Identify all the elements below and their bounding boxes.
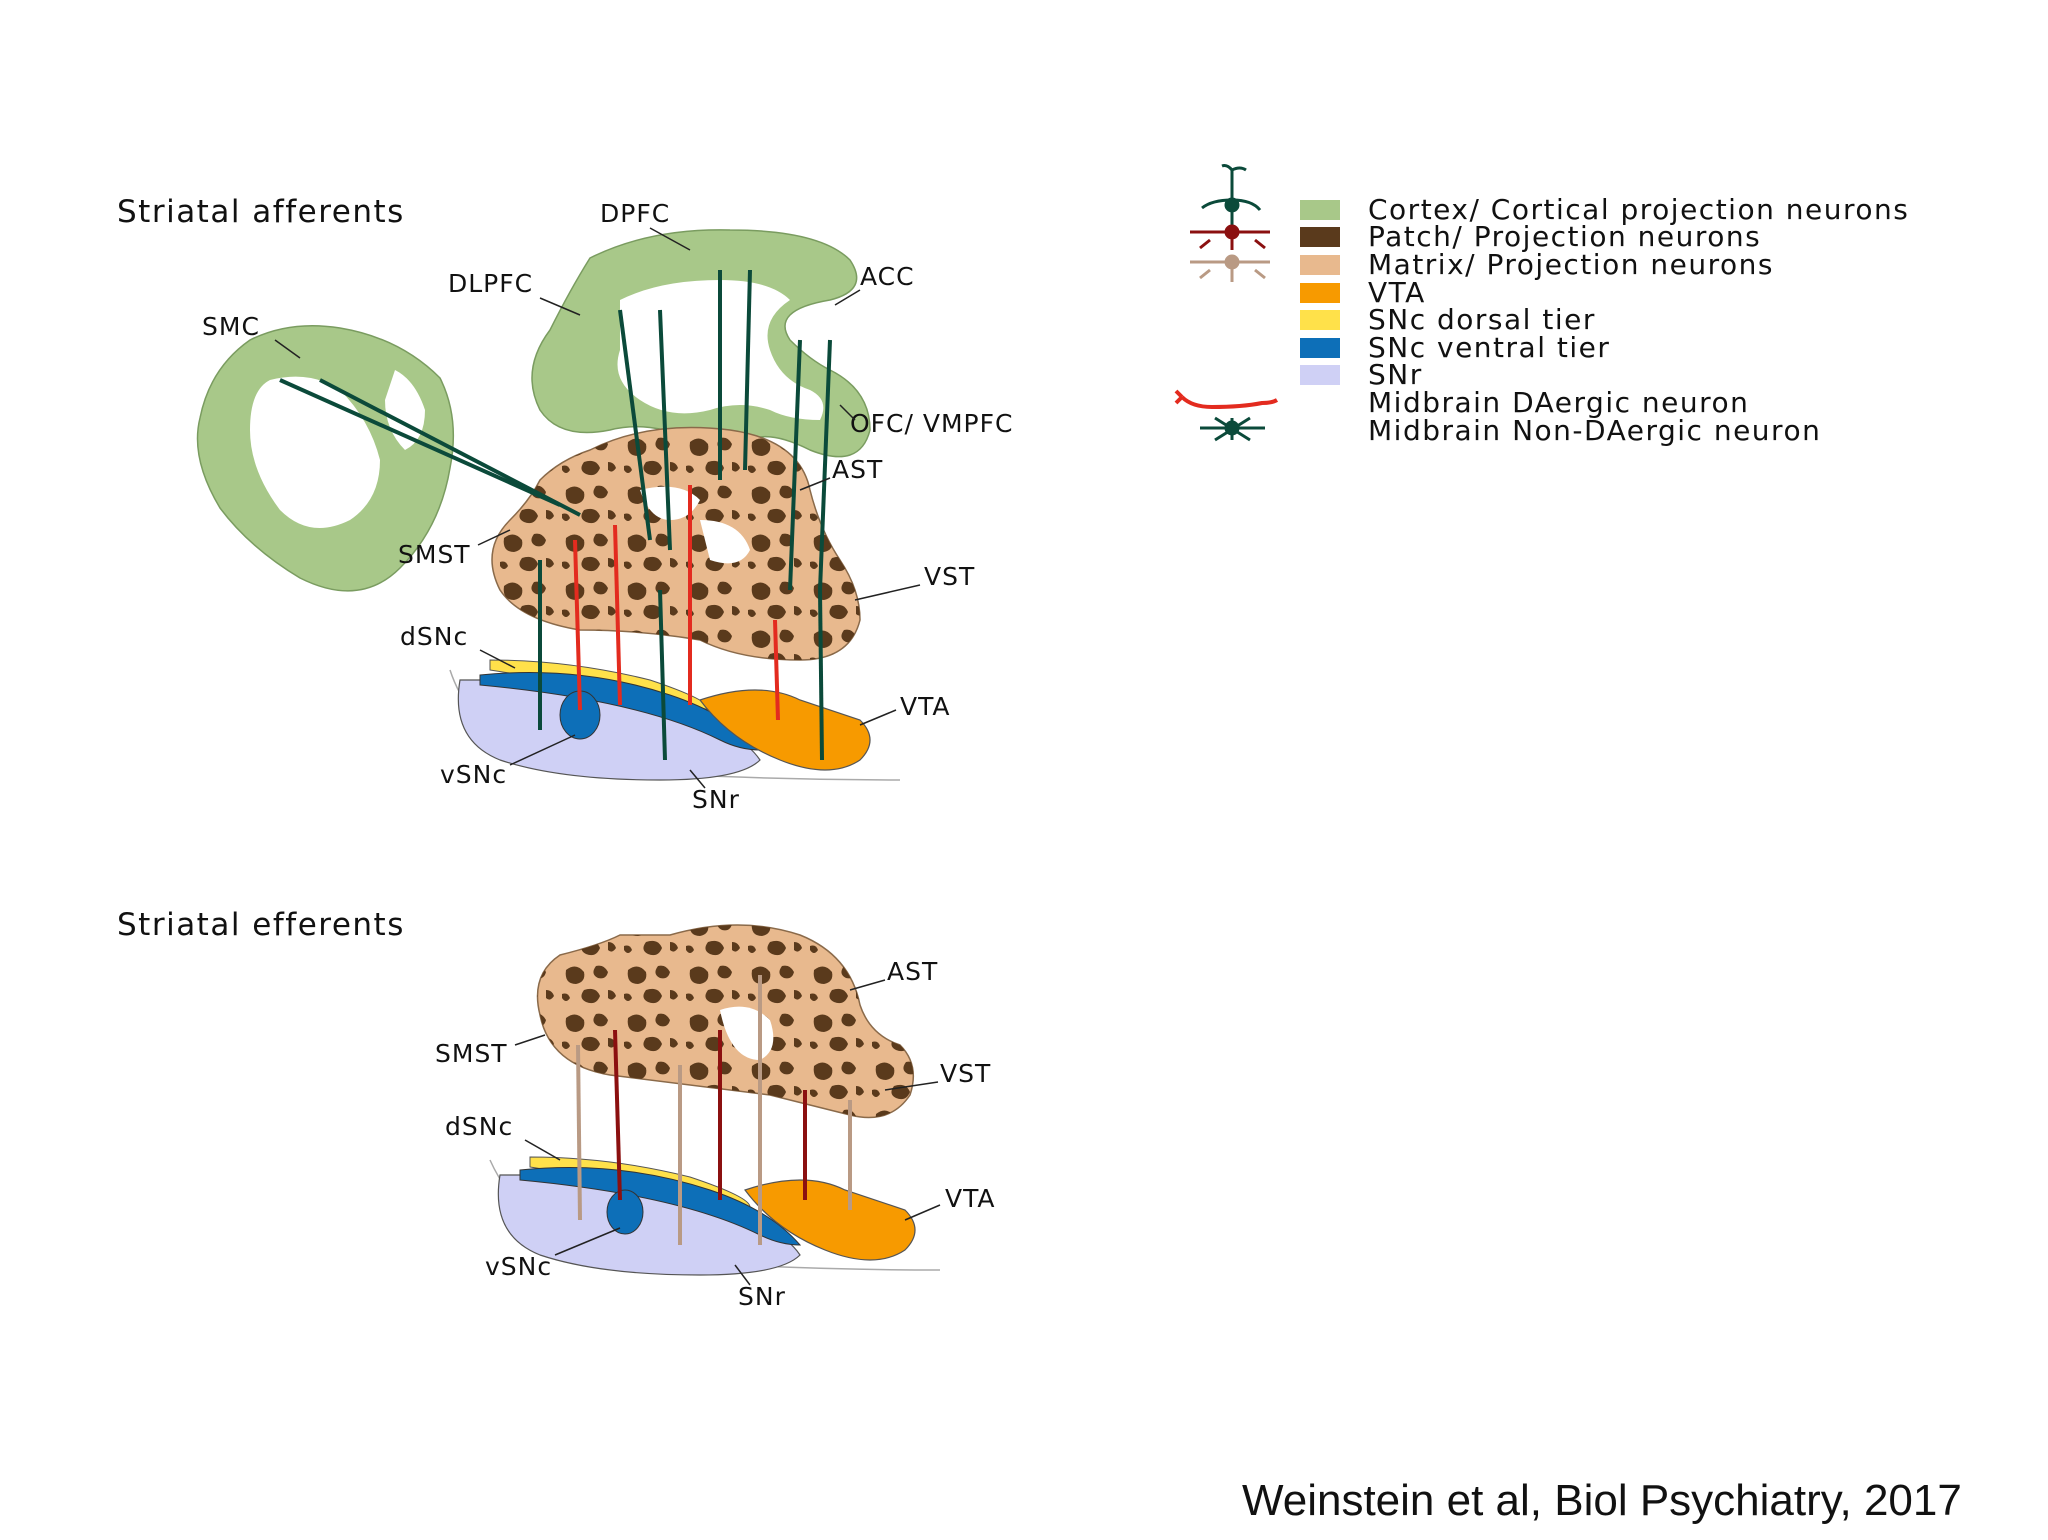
legend-label-snr: SNr	[1368, 358, 1423, 391]
legend-label-vta: VTA	[1368, 276, 1426, 309]
red-dopaminergic-neuron-icon	[1174, 389, 1279, 410]
legend-label-cortex: Cortex/ Cortical projection neurons	[1368, 193, 1909, 226]
label-vst: VST	[924, 562, 975, 591]
legend-label-patch: Patch/ Projection neurons	[1368, 220, 1761, 253]
afferent-vta	[699, 689, 871, 771]
patch-efferent-projections	[613, 1029, 807, 1201]
label-efferent-dsnc: dSNc	[445, 1112, 513, 1141]
label-vta: VTA	[900, 692, 951, 721]
efferent-snc-ventral	[519, 1167, 802, 1246]
cortico-striatal-projections	[279, 269, 832, 761]
label-ast: AST	[832, 455, 883, 484]
legend-swatch-snr	[1300, 365, 1340, 385]
label-efferent-vst: VST	[940, 1059, 991, 1088]
efferents-title: Striatal efferents	[117, 907, 405, 943]
label-snr: SNr	[692, 785, 740, 814]
label-efferent-snr: SNr	[738, 1282, 786, 1311]
legend-swatch-patch	[1300, 227, 1340, 247]
dopaminergic-projections	[573, 485, 780, 721]
legend-swatch-snc-ventral	[1300, 338, 1340, 358]
label-dsnc: dSNc	[400, 622, 468, 651]
efferent-vta	[744, 1179, 916, 1261]
legend-swatch-matrix	[1300, 255, 1340, 275]
label-ofc: OFC/ VMPFC	[850, 409, 1013, 438]
label-vsnc: vSNc	[440, 760, 507, 789]
label-efferent-vta: VTA	[945, 1184, 996, 1213]
label-dpfc: DPFC	[600, 199, 670, 228]
legend-label-da-neuron: Midbrain DAergic neuron	[1368, 386, 1749, 419]
legend-swatch-cortex	[1300, 200, 1340, 220]
tan-neuron-icon	[1190, 254, 1270, 282]
label-efferent-vsnc: vSNc	[485, 1252, 552, 1281]
legend-label-matrix: Matrix/ Projection neurons	[1368, 248, 1774, 281]
green-non-dopaminergic-neuron-icon	[1200, 416, 1265, 442]
matrix-efferent-projections	[576, 975, 852, 1245]
legend-swatch-vta	[1300, 283, 1340, 303]
afferents-title: Striatal afferents	[117, 194, 405, 230]
green-pyramidal-neuron-icon	[1201, 164, 1262, 225]
label-smst: SMST	[398, 540, 471, 569]
legend-label-snc-ventral: SNc ventral tier	[1368, 331, 1610, 364]
legend: Cortex/ Cortical projection neurons Patc…	[1174, 164, 1909, 447]
dark-red-neuron-icon	[1190, 224, 1270, 250]
citation: Weinstein et al, Biol Psychiatry, 2017	[1242, 1476, 1962, 1525]
label-smc: SMC	[202, 312, 260, 341]
label-dlpfc: DLPFC	[448, 269, 533, 298]
label-acc: ACC	[860, 262, 915, 291]
label-efferent-smst: SMST	[435, 1039, 508, 1068]
legend-swatch-snc-dorsal	[1300, 310, 1340, 330]
legend-label-non-da-neuron: Midbrain Non-DAergic neuron	[1368, 414, 1821, 447]
legend-label-snc-dorsal: SNc dorsal tier	[1368, 303, 1596, 336]
label-efferent-ast: AST	[887, 957, 938, 986]
